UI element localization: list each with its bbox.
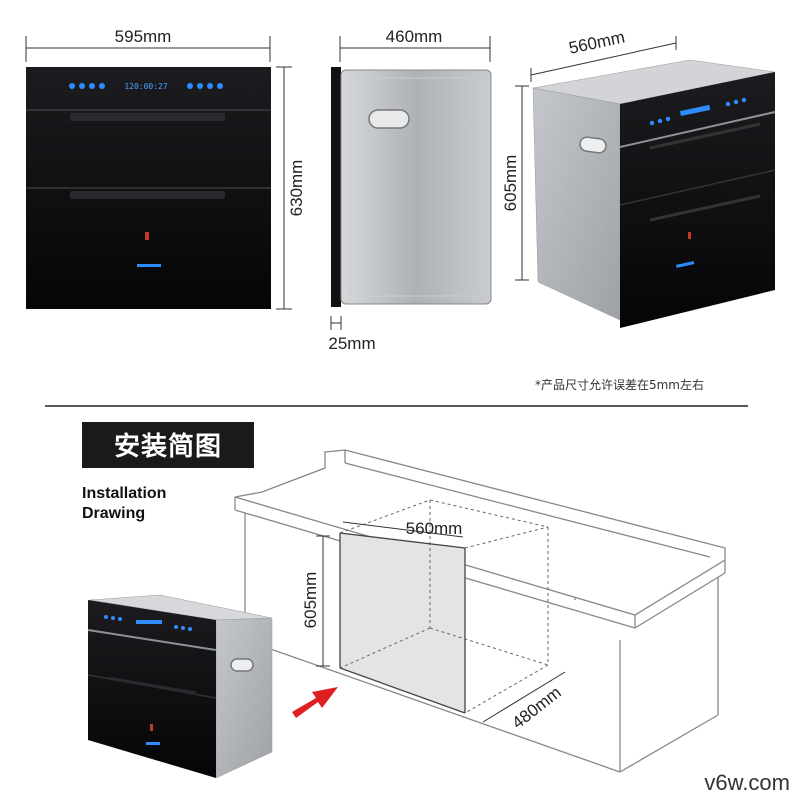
cabinet-drawing [234, 449, 726, 773]
install-title-cn: 安装简图 [114, 431, 222, 462]
install-unit [87, 594, 273, 779]
perspective-control-leds [649, 97, 747, 126]
tolerance-note: *产品尺寸允许误差在5mm左右 [535, 377, 704, 392]
box-width-label: 560mm [567, 27, 626, 57]
panel-thickness-label: 25mm [328, 334, 375, 353]
install-title-en-1: Installation [82, 485, 166, 502]
perspective-handle-icon [579, 136, 607, 154]
side-view: 460mm 25mm [328, 27, 492, 353]
front-control-leds [69, 83, 223, 89]
side-depth-label: 460mm [386, 27, 443, 46]
front-display: 120:00:27 [124, 82, 168, 91]
front-width-label: 595mm [115, 27, 172, 46]
side-handle-icon [368, 109, 410, 129]
install-title-badge [82, 422, 254, 468]
perspective-view: 560mm 605mm [501, 27, 776, 328]
cutout-width-label: 560mm [406, 519, 463, 538]
cutout-height-label: 605mm [301, 572, 320, 629]
front-indicator-icon [145, 232, 149, 240]
side-front-panel [331, 67, 341, 307]
insert-arrow-icon [292, 687, 338, 718]
front-logo [137, 264, 161, 267]
front-height-label: 630mm [287, 160, 306, 217]
upper-handle [70, 113, 225, 121]
perspective-front-glass [620, 72, 775, 328]
install-title-en-2: Drawing [82, 505, 145, 522]
cutout-depth-label: 480mm [508, 683, 564, 733]
front-view: 595mm 120:00:27 630mm [25, 27, 306, 310]
cutout-front-opening [340, 533, 465, 713]
lower-handle [70, 191, 225, 199]
perspective-side [532, 87, 621, 321]
box-height-label: 605mm [501, 155, 520, 212]
cutout-box [339, 499, 549, 714]
side-steel-body [340, 69, 492, 305]
watermark: v6w.com [704, 770, 790, 795]
install-unit-handle-icon [230, 658, 254, 672]
